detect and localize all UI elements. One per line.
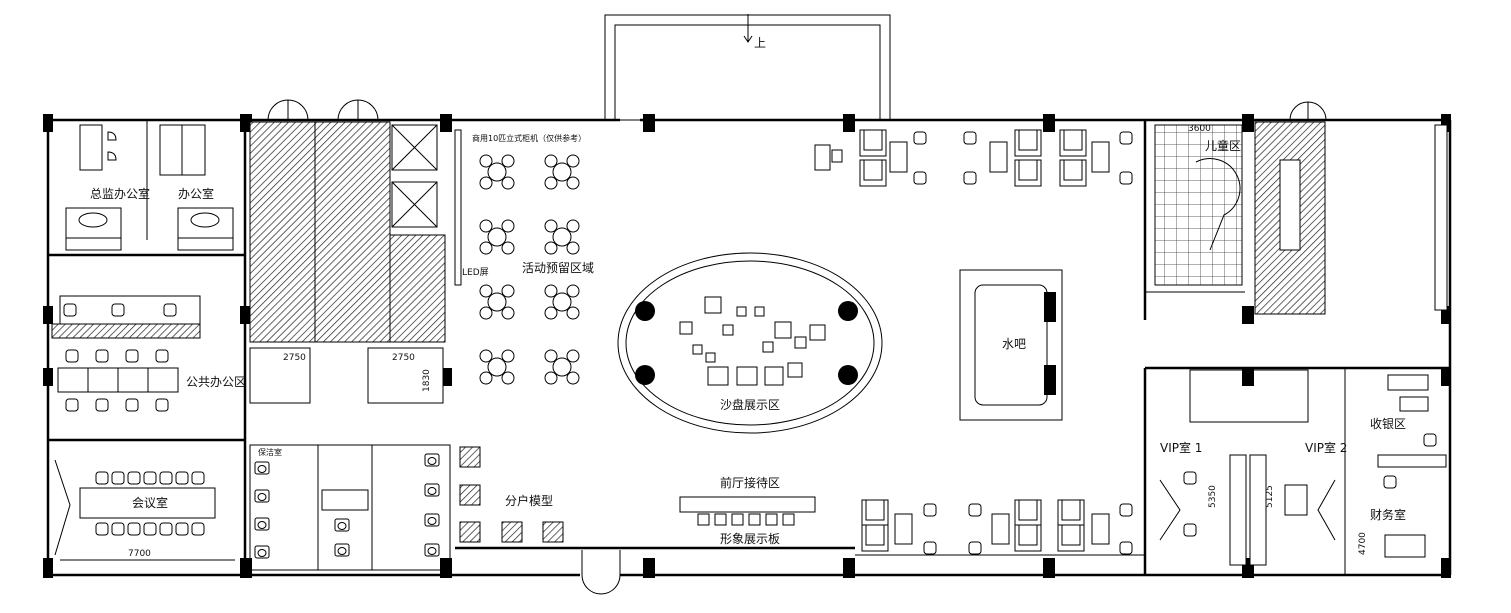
up-label: 上 — [754, 36, 766, 50]
event-area: 商用10匹立式柜机（仅供参考） LED屏 活动预留区域 — [454, 129, 594, 385]
kids-area-label: 儿童区 — [1205, 138, 1241, 153]
vip2-label: VIP室 2 — [1305, 440, 1347, 455]
sand-table-label: 沙盘展示区 — [720, 397, 780, 412]
led-screen-label: LED屏 — [462, 267, 489, 278]
public-office-label: 公共办公区 — [186, 374, 246, 389]
kids-area: 儿童区 3600 — [1143, 101, 1327, 320]
reception-label: 前厅接待区 — [720, 475, 780, 490]
image-board-label: 形象展示板 — [720, 532, 780, 546]
dim-2750a: 2750 — [283, 353, 306, 363]
models-area: 分户模型 前厅接待区 形象展示板 — [459, 446, 816, 595]
right-rooms: VIP室 1 VIP室 2 5350 5125 收银区 财务室 4700 — [1143, 120, 1451, 575]
left-offices: 总监办公室 办公室 公共办公区 会议室 7700 — [48, 120, 247, 575]
cabinet-ac-label: 商用10匹立式柜机（仅供参考） — [472, 133, 586, 143]
dim-1830: 1830 — [422, 369, 432, 392]
office-label: 办公室 — [178, 186, 214, 201]
dim-5125: 5125 — [1265, 485, 1275, 508]
restrooms: 保洁室 — [249, 444, 451, 571]
water-bar-label: 水吧 — [1002, 337, 1026, 351]
cashier-label: 收银区 — [1370, 417, 1406, 431]
dim-2750b: 2750 — [392, 353, 415, 363]
event-area-label: 活动预留区域 — [522, 261, 594, 275]
dim-4700: 4700 — [1358, 532, 1368, 555]
dim-5350: 5350 — [1208, 485, 1218, 508]
dim-3600: 3600 — [1188, 124, 1211, 134]
lounge-bottom — [861, 499, 1133, 555]
stair-core: 2750 2750 1830 — [249, 99, 446, 404]
finance-label: 财务室 — [1370, 507, 1406, 522]
unit-model-label: 分户模型 — [505, 493, 553, 508]
entrance-portico: 上 — [604, 14, 891, 121]
dim-7700: 7700 — [128, 549, 151, 559]
water-bar: 水吧 — [959, 269, 1063, 421]
director-office-label: 总监办公室 — [90, 186, 150, 201]
meeting-room-label: 会议室 — [132, 495, 168, 510]
sand-table: 沙盘展示区 — [617, 252, 883, 434]
vip1-label: VIP室 1 — [1160, 440, 1202, 455]
cleaning-room-label: 保洁室 — [258, 447, 282, 457]
lounge-top — [814, 129, 1133, 187]
